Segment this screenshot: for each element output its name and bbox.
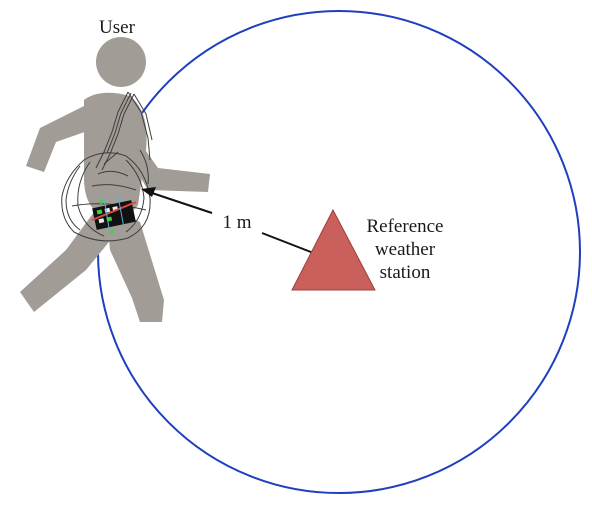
distance-arrow — [141, 187, 317, 255]
triangle-icon — [291, 208, 376, 291]
station-label-line3: station — [380, 262, 431, 283]
shoulder-bag-icon — [61, 91, 153, 242]
sensor-device-icon — [91, 195, 137, 235]
station-label-line2: weather — [375, 239, 436, 260]
person-arm-back — [26, 102, 96, 172]
user-label: User — [99, 17, 136, 38]
walking-person-icon — [20, 37, 210, 322]
person-arm-front — [124, 134, 210, 192]
distance-label: 1 m — [222, 212, 251, 233]
station-label-line1: Reference — [367, 216, 444, 237]
person-leg-front — [106, 206, 164, 322]
person-head — [96, 37, 146, 87]
person-leg-back — [20, 204, 122, 312]
